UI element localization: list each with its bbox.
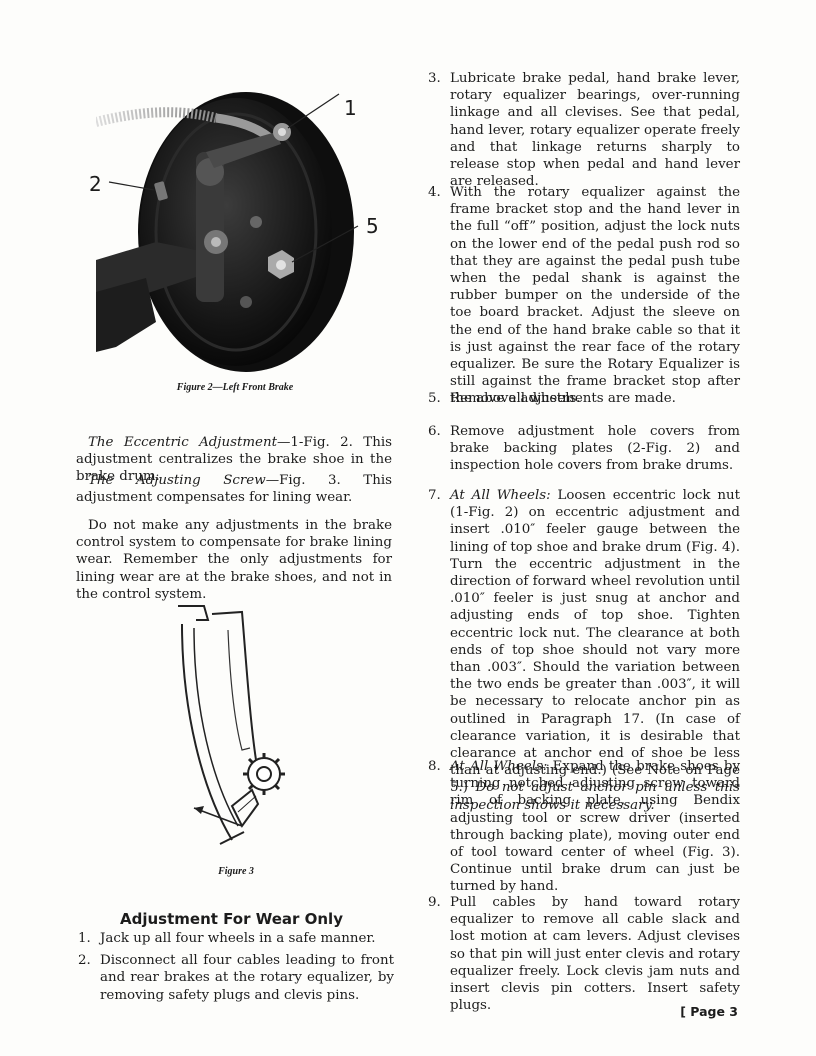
step-number: 3. <box>428 71 441 86</box>
page-number: [ Page 3 <box>680 1004 738 1019</box>
step-number: 5. <box>428 391 441 406</box>
step-number: 1. <box>78 931 91 946</box>
list-item: 9. Pull cables by hand toward rotary equ… <box>428 894 740 1014</box>
step-text: Remove all wheels. <box>450 391 581 406</box>
figure-3-image <box>172 600 290 862</box>
screw-text: —Fig. 3. This adjustment compensates for… <box>76 473 392 506</box>
step-text: Pull cables by hand toward rotary equali… <box>450 895 740 1014</box>
figure-2-caption: Figure 2—Left Front Brake <box>176 382 294 393</box>
list-item: 2. Disconnect all four cables leading to… <box>78 952 394 1004</box>
step-tail: Do not adjust anchor pin unless this ins… <box>450 780 740 813</box>
step-number: 7. <box>428 488 441 503</box>
step-number: 8. <box>428 759 441 774</box>
list-item: 3. Lubricate brake pedal, hand brake lev… <box>428 70 740 190</box>
step-text: Expand the brake shoes by turning notche… <box>450 759 741 895</box>
step-number: 2. <box>78 953 91 969</box>
figure-2-image <box>94 82 396 377</box>
eccentric-paragraph: The Eccentric Adjustment—1-Fig. 2. This … <box>76 434 392 486</box>
step-text: Lubricate brake pedal, hand brake lever,… <box>450 71 740 190</box>
list-item: 7. At All Wheels: Loosen eccentric lock … <box>428 487 740 814</box>
step-label: At All Wheels: <box>450 488 551 503</box>
callout-1: 1 <box>344 96 357 120</box>
step-number: 4. <box>428 185 441 200</box>
step-text: Loosen eccentric lock nut (1-Fig. 2) on … <box>450 488 741 796</box>
step-text: Remove adjustment hole covers from brake… <box>450 424 740 474</box>
screw-label: The Adjusting Screw <box>88 473 266 488</box>
step-number: 6. <box>428 424 441 439</box>
left-steps: 1. Jack up all four wheels in a safe man… <box>78 930 394 1004</box>
eccentric-label: The Eccentric Adjustment <box>88 435 277 450</box>
step-text: Disconnect all four cables leading to fr… <box>100 953 394 1003</box>
list-item: 1. Jack up all four wheels in a safe man… <box>78 930 394 947</box>
callout-5: 5 <box>366 214 379 238</box>
list-item: 8. At All Wheels: Expand the brake shoes… <box>428 758 740 896</box>
figure-3-caption: Figure 3 <box>218 866 254 877</box>
warning-paragraph: Do not make any adjustments in the brake… <box>76 518 392 602</box>
list-item: 6. Remove adjustment hole covers from br… <box>428 423 740 475</box>
step-number: 9. <box>428 895 441 910</box>
eccentric-text: —1-Fig. 2. This adjustment centralizes t… <box>76 435 392 485</box>
step-label: At All Wheels: <box>450 759 548 774</box>
step-text: Jack up all four wheels in a safe manner… <box>100 931 376 946</box>
callout-2: 2 <box>89 172 102 196</box>
list-item: 4. With the rotary equalizer against the… <box>428 184 740 408</box>
step-text: With the rotary equalizer against the fr… <box>450 185 740 407</box>
list-item: 5. Remove all wheels. <box>428 390 740 407</box>
screw-paragraph: The Adjusting Screw—Fig. 3. This adjustm… <box>76 472 392 506</box>
section-heading: Adjustment For Wear Only <box>120 910 343 928</box>
